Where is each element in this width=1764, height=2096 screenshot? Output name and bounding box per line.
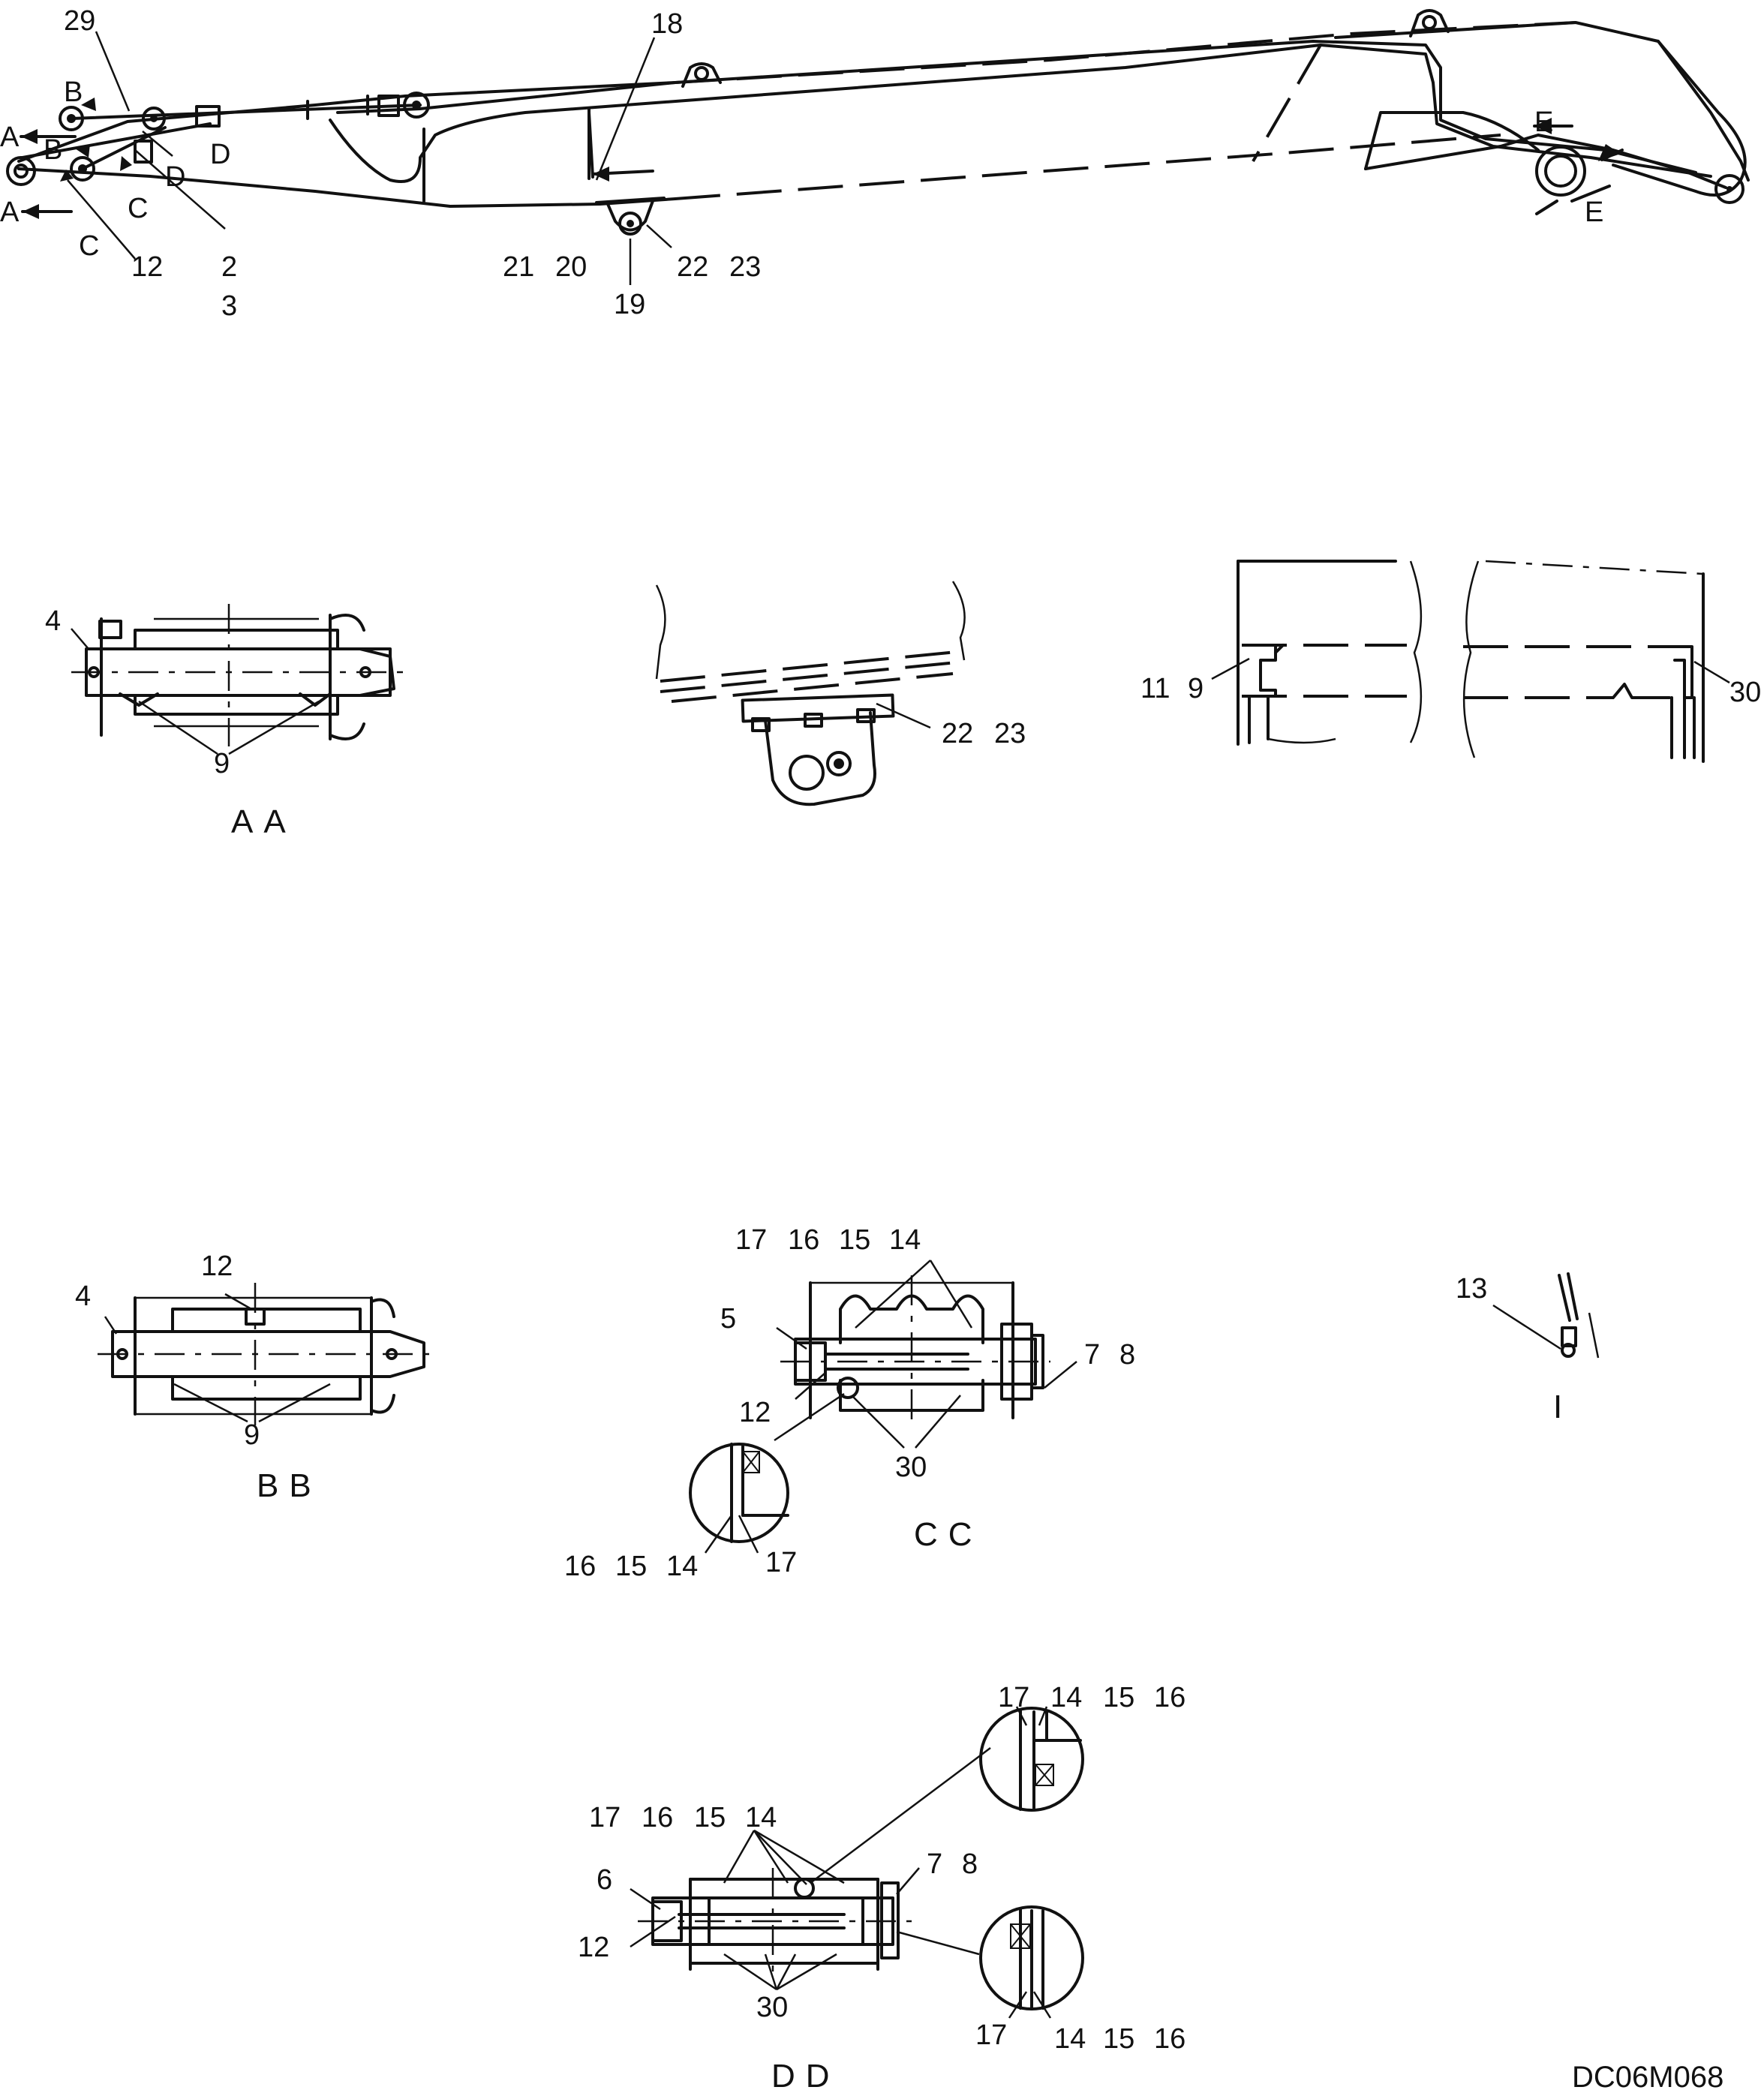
bracket-callout-22: 22: [942, 718, 973, 749]
callout-e-upper: E: [1534, 107, 1553, 138]
section-bb: 12 4 9 BB: [75, 1251, 435, 1504]
dd-callout-15-mid: 15: [694, 1802, 726, 1833]
dd-callout-14-mid: 14: [745, 1802, 777, 1833]
cc-callout-8: 8: [1119, 1339, 1135, 1371]
main-view-callouts: 29 18 B A B A D D C C 12 2 3 21 20 19 22…: [0, 5, 1603, 322]
section-cc: 17 16 15 14 5 7 8 12 30 16 15 14 17 CC: [564, 1224, 1135, 1582]
dd-callout-14-bottom: 14: [1054, 2023, 1086, 2055]
detail-i: 13 I: [1456, 1272, 1600, 1425]
dd-callout-16-bottom: 16: [1154, 2023, 1186, 2055]
dd-callout-8: 8: [962, 1848, 978, 1880]
dd-callout-17-mid: 17: [589, 1802, 621, 1833]
callout-12: 12: [131, 251, 163, 283]
end-callout-9: 9: [1188, 673, 1204, 704]
cc-callout-12: 12: [739, 1397, 771, 1428]
callout-a-upper: A: [0, 122, 20, 153]
callout-c-left: C: [79, 230, 99, 262]
cc-callout-17-bottom: 17: [765, 1547, 797, 1578]
callout-23: 23: [729, 251, 761, 283]
dd-callout-15-top: 15: [1103, 1682, 1134, 1713]
callout-b-upper: B: [64, 77, 83, 108]
dd-callout-15-bottom: 15: [1103, 2023, 1134, 2055]
callout-18: 18: [651, 8, 683, 40]
cc-callout-16-bottom: 16: [564, 1551, 596, 1582]
callout-22: 22: [677, 251, 708, 283]
end-callout-30: 30: [1729, 677, 1761, 708]
bb-callout-12: 12: [201, 1251, 233, 1282]
dd-callout-7: 7: [927, 1848, 942, 1880]
bb-callout-4: 4: [75, 1281, 91, 1312]
dd-callout-17-top: 17: [998, 1682, 1029, 1713]
cc-callout-15-bottom: 15: [615, 1551, 647, 1582]
section-dd-title: DD: [771, 2058, 840, 2092]
bb-callout-9: 9: [244, 1419, 260, 1451]
bracket-detail: 22 23: [655, 581, 1026, 806]
section-dd: 17 14 15 16 17 16 15 14 6 7 8 12 30 17 1…: [578, 1682, 1186, 2094]
aa-callout-4: 4: [45, 605, 61, 637]
section-bb-title: BB: [257, 1467, 322, 1504]
dd-callout-30: 30: [756, 1992, 788, 2023]
cc-callout-15-top: 15: [839, 1224, 870, 1256]
callout-e-lower: E: [1585, 197, 1603, 228]
cc-callout-5: 5: [720, 1303, 736, 1335]
dd-callout-17-bottom: 17: [975, 2019, 1007, 2051]
callout-b-lower: B: [44, 134, 62, 166]
dd-callout-14-top: 14: [1050, 1682, 1082, 1713]
callout-21: 21: [503, 251, 534, 283]
cc-callout-7: 7: [1084, 1339, 1100, 1371]
cc-callout-16-top: 16: [788, 1224, 819, 1256]
section-aa-title: AA: [231, 803, 296, 840]
cc-callout-17-top: 17: [735, 1224, 767, 1256]
cc-callout-30: 30: [895, 1452, 927, 1483]
callout-20: 20: [555, 251, 587, 283]
main-boom-view: [6, 9, 1750, 285]
drawing-code: DC06M068: [1572, 2061, 1723, 2092]
callout-d-left: D: [165, 161, 185, 193]
callout-19: 19: [614, 289, 645, 320]
callout-a-lower: A: [0, 197, 20, 228]
dd-callout-12: 12: [578, 1932, 609, 1963]
section-aa: 4 9 AA: [45, 604, 409, 840]
section-cc-title: CC: [914, 1516, 983, 1553]
cc-callout-14-bottom: 14: [666, 1551, 698, 1582]
cc-callout-14-top: 14: [889, 1224, 921, 1256]
detail-i-title: I: [1553, 1389, 1573, 1425]
dd-callout-16-mid: 16: [642, 1802, 673, 1833]
callout-d-right: D: [210, 139, 230, 170]
aa-callout-9: 9: [214, 748, 230, 779]
dd-callout-6: 6: [597, 1864, 612, 1896]
callout-c-right: C: [128, 193, 148, 224]
callout-29: 29: [64, 5, 95, 37]
dd-callout-16-top: 16: [1154, 1682, 1186, 1713]
bracket-callout-23: 23: [994, 718, 1026, 749]
callout-2: 2: [221, 251, 237, 283]
end-detail: 11 9 30: [1140, 560, 1761, 763]
end-callout-11: 11: [1140, 673, 1170, 704]
i-callout-13: 13: [1456, 1273, 1487, 1305]
callout-3: 3: [221, 290, 237, 322]
